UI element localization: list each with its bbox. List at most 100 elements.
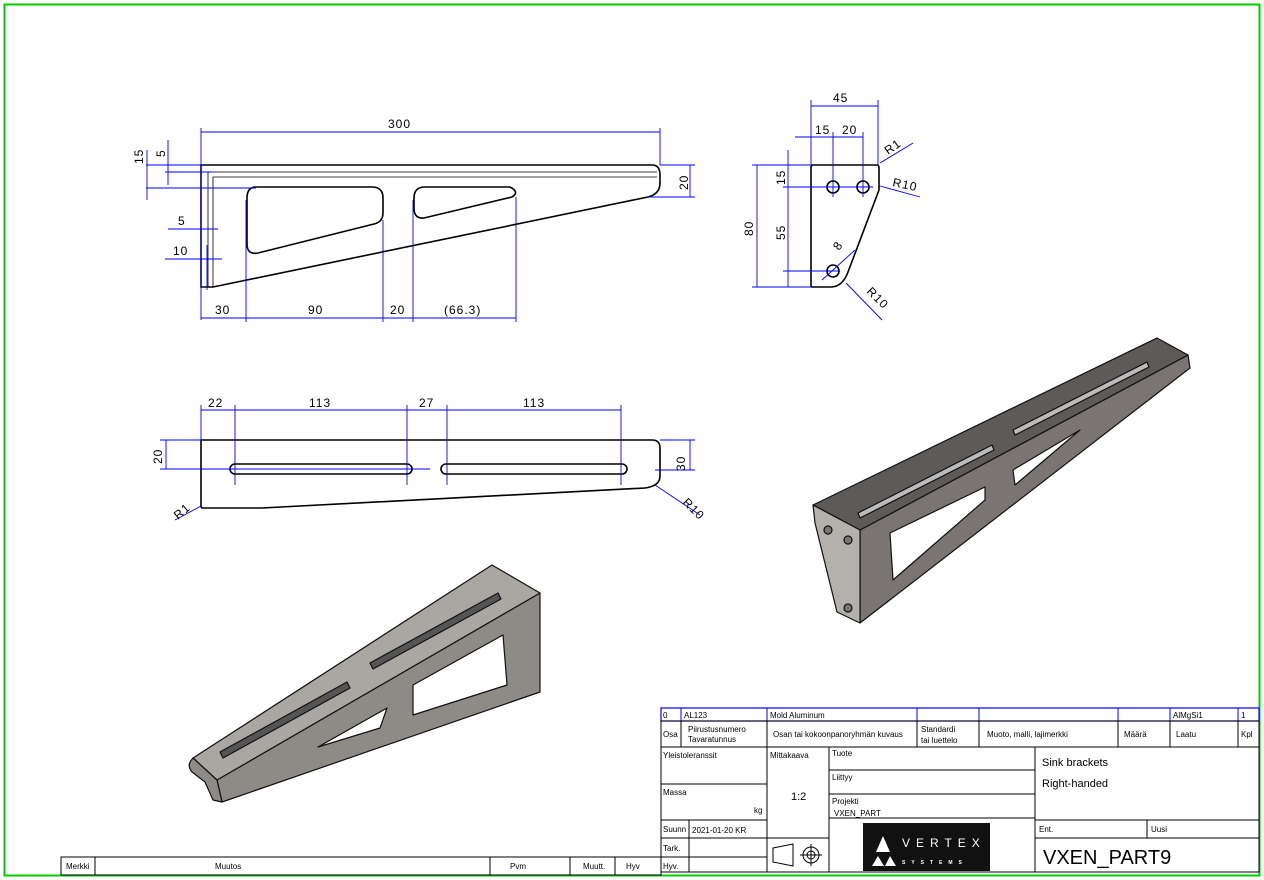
dim-113-a: 113 — [309, 396, 331, 410]
iso1-small-hole — [317, 707, 388, 748]
header-description: Osan tai kokoonpanoryhmän kuvaus — [773, 730, 903, 739]
dim-side-20: 20 — [842, 123, 857, 137]
isometric-view-left — [188, 564, 541, 803]
front-small-hole — [413, 186, 517, 219]
iso1-web-face — [216, 592, 541, 803]
dim-top-r10: R10 — [680, 495, 708, 523]
row0-quality: AlMgSi1 — [1173, 711, 1203, 720]
rev-date-header: Pvm — [510, 862, 526, 871]
designed-value: 2021-01-20 KR — [692, 826, 746, 835]
dim-27: 27 — [419, 396, 434, 410]
side-outline — [810, 164, 880, 288]
dim-top-30: 30 — [674, 456, 688, 471]
title-block: 0 AL123 Mold Aluminum AlMgSi1 1 Osa Piir… — [660, 707, 1260, 873]
header-osa: Osa — [663, 730, 678, 739]
designed-label: Suunn — [663, 825, 686, 834]
front-outline — [200, 164, 661, 288]
header-amount: Määrä — [1124, 730, 1147, 739]
dim-hole-8: 8 — [830, 238, 846, 252]
scale-value: 1:2 — [791, 791, 806, 803]
top-slot-2 — [440, 463, 628, 475]
iso2-slot-1 — [857, 444, 995, 519]
header-form: Muoto, malli, lajimerkki — [987, 730, 1068, 739]
iso1-flange-lip — [188, 757, 223, 803]
dim-side-v15: 15 — [774, 170, 788, 185]
dim-10-web: 10 — [173, 244, 188, 258]
top-outline — [200, 439, 661, 509]
isometric-view-right — [812, 337, 1191, 624]
dim-66-3: (66.3) — [444, 303, 481, 317]
row0-description: Mold Aluminum — [770, 711, 825, 720]
projection-symbol-icon — [772, 843, 822, 867]
dim-top-r1: R1 — [171, 500, 193, 522]
side-dimension-lines — [752, 100, 921, 321]
iso2-large-hole — [889, 486, 986, 581]
iso2-end-hole-3 — [843, 603, 853, 613]
iso1-large-hole — [412, 634, 508, 716]
front-large-hole — [246, 186, 384, 255]
title-line-1: Sink brackets — [1042, 757, 1109, 769]
title-line-2: Right-handed — [1042, 778, 1108, 790]
row0-qty: 1 — [1241, 711, 1246, 720]
front-view: 300 20 15 5 5 10 30 90 20 (66.3) — [132, 117, 695, 322]
front-dimension-lines — [146, 128, 695, 322]
iso2-end-hole-1 — [823, 525, 833, 535]
header-number-2: Tavaratunnus — [688, 735, 736, 744]
iso2-small-hole — [1012, 429, 1081, 486]
logo-text: VERTEX — [902, 836, 986, 850]
approved-label: Hyv. — [663, 862, 678, 871]
rev-change-header: Muutos — [215, 862, 241, 871]
dim-90: 90 — [308, 303, 323, 317]
dim-80: 80 — [742, 221, 756, 236]
row0-osa: 0 — [663, 711, 668, 720]
header-standard-1: Standardi — [921, 725, 955, 734]
tolerances-label: Yleistoleranssit — [663, 751, 718, 760]
drawing-number: VXEN_PART9 — [1043, 847, 1171, 869]
rev-approved-header: Hyv — [626, 862, 640, 871]
iso2-slot-2 — [1012, 361, 1150, 436]
dim-r10-top: R10 — [891, 175, 918, 194]
checked-label: Tark. — [663, 844, 680, 853]
rev-mark-header: Merkki — [66, 862, 90, 871]
iso1-slot-1 — [219, 681, 351, 759]
top-dimension-lines — [160, 405, 701, 521]
dim-22: 22 — [208, 396, 223, 410]
project-value: VXEN_PART — [834, 809, 881, 818]
front-flange-lines — [207, 171, 657, 287]
product-label: Tuote — [832, 749, 853, 758]
vertex-logo: VERTEX SYSTEMS — [863, 823, 990, 871]
dim-top-20: 20 — [151, 449, 165, 464]
dim-30: 30 — [215, 303, 230, 317]
iso2-end-face — [812, 504, 861, 624]
dim-5-top: 5 — [154, 149, 168, 157]
header-qty: Kpl — [1241, 730, 1253, 739]
dim-r1: R1 — [882, 136, 904, 157]
dim-20: 20 — [677, 175, 691, 190]
side-view: 45 15 20 80 15 55 R1 R10 8 R10 — [742, 91, 921, 321]
header-standard-2: tai luettelo — [921, 736, 958, 745]
dim-5-web: 5 — [178, 214, 186, 228]
iso1-slot-2 — [369, 592, 502, 670]
top-view: 22 113 27 113 20 30 R1 R10 — [151, 396, 707, 523]
mass-label: Massa — [663, 788, 687, 797]
row0-number: AL123 — [684, 711, 708, 720]
dim-side-15: 15 — [815, 123, 830, 137]
project-label: Projekti — [832, 797, 859, 806]
dim-r10-bottom: R10 — [864, 284, 892, 312]
dim-20-bottom: 20 — [390, 303, 405, 317]
dim-300: 300 — [388, 117, 411, 131]
rev-changed-header: Muutt. — [583, 862, 605, 871]
scale-label: Mittakaava — [770, 751, 809, 760]
revision-bar: Merkki Muutos Pvm Muutt. Hyv — [60, 856, 662, 876]
new-label: Uusi — [1151, 825, 1167, 834]
dim-45: 45 — [833, 91, 848, 105]
iso2-end-hole-2 — [843, 535, 853, 545]
related-label: Liittyy — [832, 773, 852, 782]
header-number-1: Piirustusnumero — [688, 725, 746, 734]
dim-55: 55 — [774, 225, 788, 240]
mass-unit: kg — [754, 806, 762, 815]
previous-label: Ent. — [1039, 825, 1053, 834]
dim-113-b: 113 — [523, 396, 545, 410]
logo-sub: SYSTEMS — [902, 860, 968, 866]
